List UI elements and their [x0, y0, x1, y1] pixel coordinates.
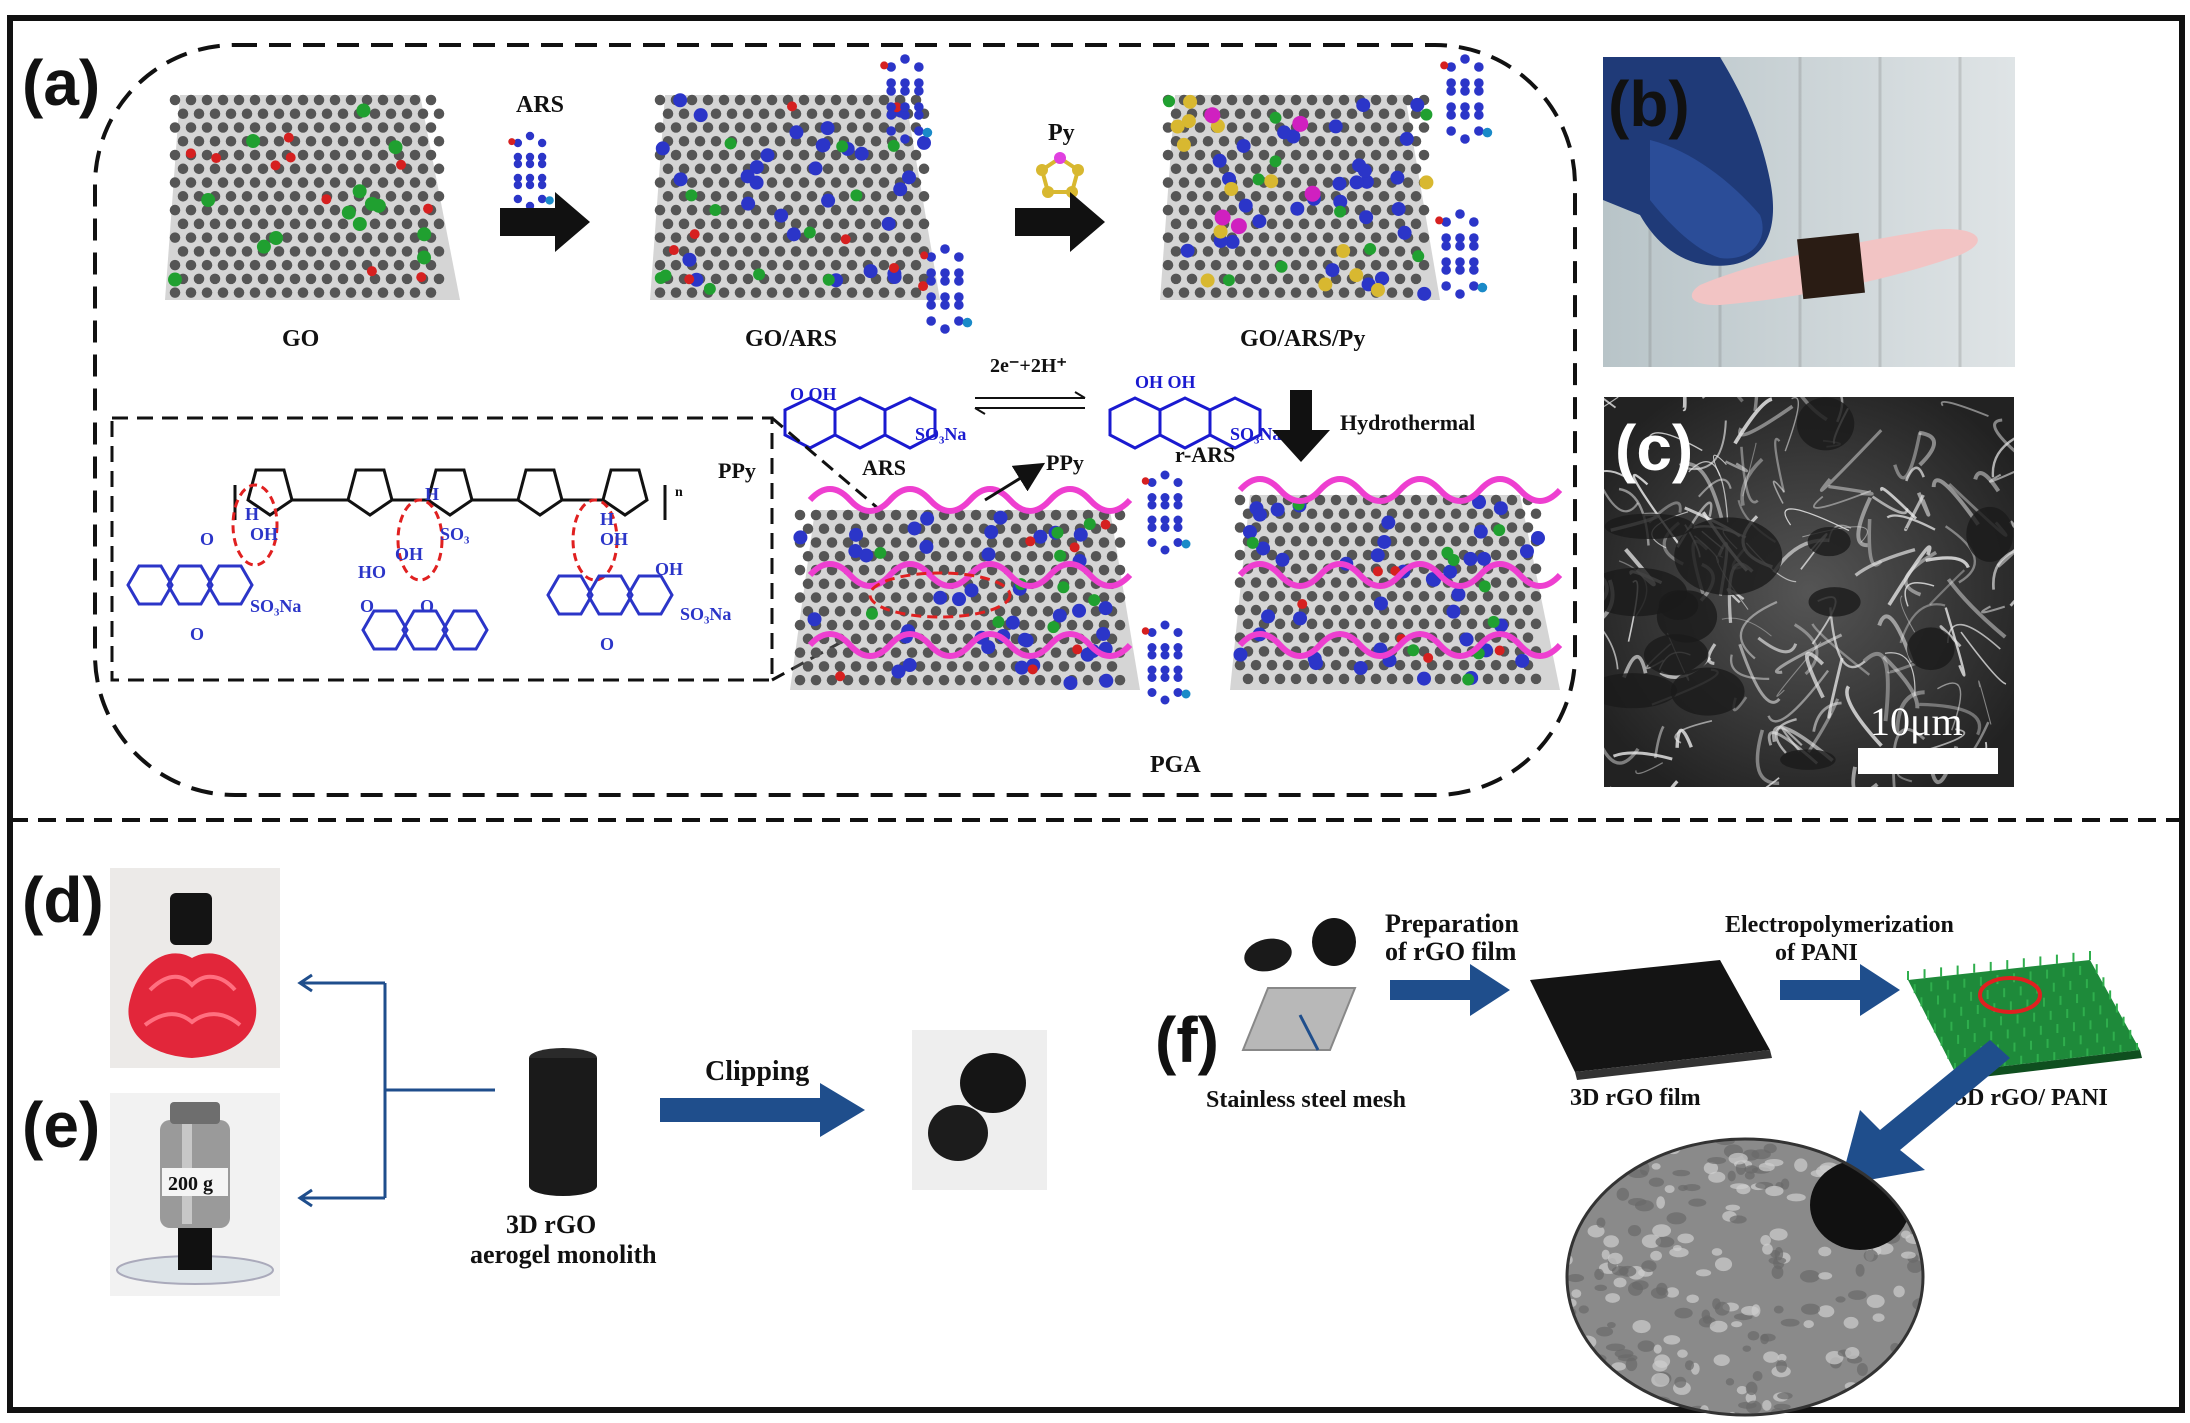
- svg-text:OH: OH: [395, 544, 423, 564]
- go-ars-py-label: GO/ARS/Py: [1240, 326, 1365, 352]
- pani-label: 3D rGO/ PANI: [1955, 1085, 2108, 1111]
- redox-scheme: O OH SO₃Na ARS 2e⁻+2H⁺ OH OH SO₃Na r-ARS: [783, 355, 1281, 480]
- panel-a-dashed-border: [93, 43, 1577, 797]
- scale-bar-c-label: 10μm: [1870, 699, 1963, 744]
- electro-label-2: of PANI: [1775, 940, 1858, 966]
- svg-text:SO₃Na: SO₃Na: [250, 596, 301, 616]
- n-subscript: n: [675, 485, 683, 500]
- svg-text:H: H: [245, 504, 259, 524]
- panel-d-label: (d): [22, 864, 104, 936]
- pga-label: PGA: [1150, 752, 1201, 778]
- svg-text:OH: OH: [600, 529, 628, 549]
- rgo-film: [1530, 960, 1770, 1072]
- ppy-inset-border: [110, 416, 774, 682]
- panel-e-label: (e): [22, 1089, 100, 1161]
- prep-label-2: of rGO film: [1385, 937, 1517, 966]
- arrow-goars-to-goarspy: [1015, 192, 1105, 252]
- svg-text:H: H: [425, 484, 439, 504]
- film-label: 3D rGO film: [1570, 1085, 1701, 1111]
- stainless-label: Stainless steel mesh: [1206, 1087, 1406, 1113]
- clipping-label: Clipping: [705, 1056, 809, 1087]
- svg-text:O: O: [200, 529, 214, 549]
- rars-so3na: SO₃Na: [1230, 424, 1281, 444]
- redox-label: 2e⁻+2H⁺: [990, 355, 1067, 377]
- svg-text:OH: OH: [250, 524, 278, 544]
- bracket-arrows: [297, 973, 495, 1208]
- ppy-arrow-label: PPy: [1046, 450, 1084, 475]
- clipping-arrow: [660, 1083, 865, 1137]
- svg-text:H: H: [600, 509, 614, 529]
- pga-composite: PPy PGA: [790, 450, 1563, 778]
- rars-oh-top: OH OH: [1135, 372, 1196, 392]
- panel-a: (a) GO ARS GO/ARS Py: [22, 43, 1577, 797]
- arrow-go-to-goars: [500, 192, 590, 252]
- weight-label: 200 g: [168, 1173, 213, 1195]
- prep-label-1: Preparation: [1385, 909, 1519, 938]
- panel-c-label: (c): [1615, 412, 1693, 484]
- ars-small-structure: O OH: [790, 384, 837, 404]
- svg-text:SO₃: SO₃: [440, 524, 470, 544]
- ppy-pointer: [984, 462, 1046, 502]
- monolith: 3D rGO aerogel monolith: [470, 1048, 657, 1269]
- aerogel-on-flower: [170, 893, 212, 945]
- svg-text:O: O: [190, 624, 204, 644]
- ars-small-label: ARS: [862, 455, 906, 480]
- panel-a-label: (a): [22, 47, 100, 119]
- panel-d: (d): [22, 864, 280, 1068]
- electro-label-1: Electropolymerization: [1725, 912, 1954, 938]
- scale-bar-c: [1858, 748, 1998, 774]
- arrow-hydrothermal: [1272, 390, 1330, 462]
- go-ars-label: GO/ARS: [745, 326, 837, 352]
- ars-reagent-label: ARS: [516, 92, 564, 118]
- r-ars-label: r-ARS: [1175, 442, 1235, 467]
- svg-text:SO₃Na: SO₃Na: [680, 604, 731, 624]
- svg-text:O: O: [600, 634, 614, 654]
- monolith-label-1: 3D rGO: [506, 1210, 596, 1239]
- ppy-chain-label: PPy: [718, 458, 756, 483]
- go-ars-py-sheet: GO/ARS/Py: [1160, 94, 1440, 352]
- zoom-arrow: [1840, 1040, 2010, 1185]
- panel-b: (b): [1603, 57, 2015, 367]
- ars-side-molecule: [880, 54, 973, 334]
- clipped-discs: [912, 1030, 1047, 1190]
- py-reagent-label: Py: [1048, 120, 1075, 146]
- ars-small-so3na: SO₃Na: [915, 424, 966, 444]
- aerogel-cube: [1797, 232, 1865, 300]
- sem-inset-f: [1565, 1137, 1925, 1417]
- highlight-circle: [1978, 976, 2042, 1014]
- panel-e: 200 g (e): [22, 1089, 280, 1296]
- go-sheet: GO: [165, 94, 460, 352]
- py-molecule: Py: [1036, 120, 1084, 198]
- glove-fingers: [1650, 140, 1763, 259]
- stainless-mesh: [1241, 987, 1357, 1051]
- monolith-label-2: aerogel monolith: [470, 1240, 657, 1269]
- panel-f-label: (f): [1155, 1004, 1219, 1076]
- flower: [128, 953, 257, 1058]
- ars-side-molecule-2: [1435, 54, 1493, 299]
- svg-text:O: O: [420, 596, 434, 616]
- svg-text:O: O: [360, 596, 374, 616]
- pani-film: [1908, 960, 2140, 1072]
- panel-b-label: (b): [1608, 68, 1690, 140]
- svg-text:OH: OH: [655, 559, 683, 579]
- go-ars-sheet: GO/ARS: [650, 93, 940, 352]
- ars-molecule: ARS: [508, 92, 564, 211]
- hydrothermal-label: Hydrothermal: [1340, 410, 1475, 435]
- electro-arrow: [1780, 964, 1900, 1016]
- outer-frame: [7, 15, 2185, 1413]
- svg-text:HO: HO: [358, 562, 386, 582]
- panel-c: (c) 10μm: [1604, 397, 2014, 787]
- panel-f: (f) Stainless steel mesh Preparation of …: [1155, 909, 2142, 1417]
- prep-arrow: [1390, 964, 1510, 1016]
- go-label: GO: [282, 326, 319, 352]
